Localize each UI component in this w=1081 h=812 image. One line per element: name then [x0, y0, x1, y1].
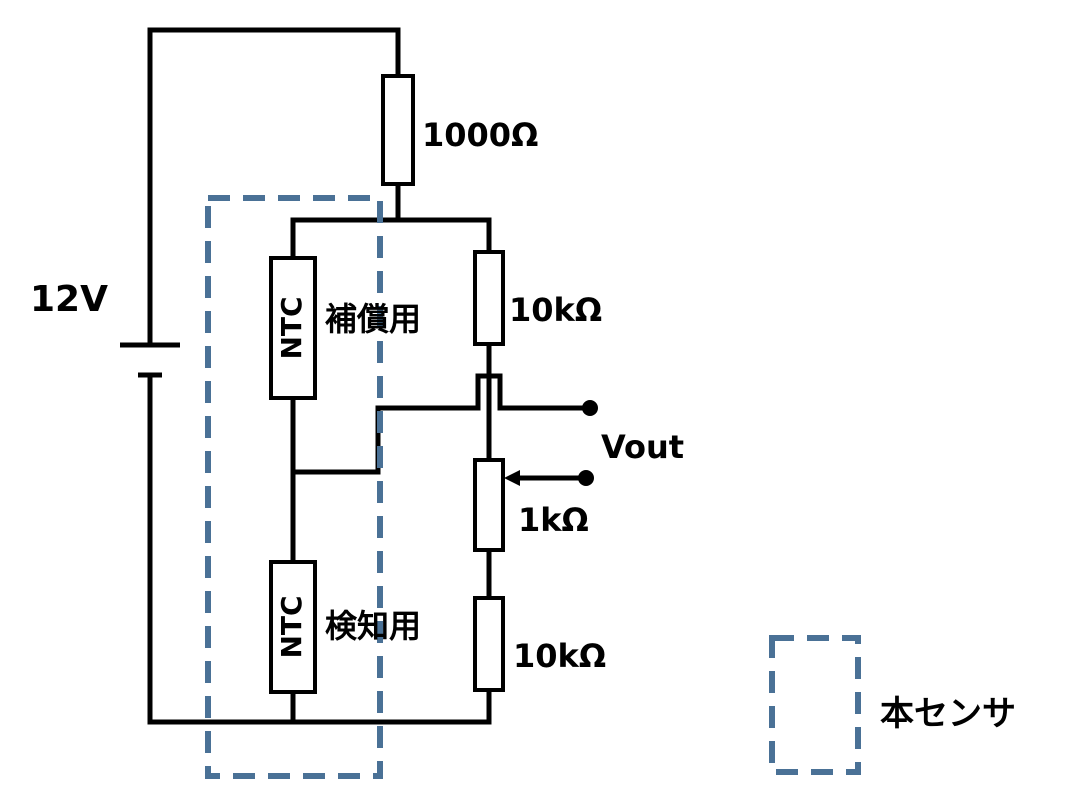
ntc-detection: [269, 560, 317, 694]
r10k-lower-label: 10kΩ: [513, 637, 606, 675]
ntc-detection-role-label: 検知用: [325, 607, 421, 645]
ntc-compensation: [269, 256, 317, 400]
battery: [120, 342, 180, 378]
ntc-compensation-label: NTC: [275, 296, 308, 359]
ntc-compensation-role-label: 補償用: [325, 300, 421, 338]
ntc-detection-label: NTC: [275, 595, 308, 658]
vout-label: Vout: [601, 428, 684, 466]
pot-wiper-arrow-icon: [504, 470, 520, 486]
vout-terminal-dot: [582, 400, 598, 416]
pot-label: 1kΩ: [518, 501, 589, 539]
wiper-terminal-dot: [578, 470, 594, 486]
resistor-10k-lower: [473, 596, 505, 692]
wires: [147, 27, 593, 725]
wire-switch-gap: [475, 373, 593, 411]
battery-voltage-label: 12V: [30, 279, 108, 320]
resistor-1000: [381, 74, 415, 186]
legend-label: 本センサ: [880, 694, 1016, 734]
wire-bottom-bus: [147, 372, 492, 725]
potentiometer-1k: [473, 458, 505, 552]
legend-sensor-box: [769, 635, 861, 775]
wire-top-loop: [147, 27, 401, 348]
resistor-10k-upper: [473, 250, 505, 346]
wire-ntc-midpoint: [290, 373, 481, 475]
r1000-label: 1000Ω: [422, 116, 538, 154]
sensor-box: [205, 195, 383, 779]
r10k-upper-label: 10kΩ: [509, 291, 602, 329]
